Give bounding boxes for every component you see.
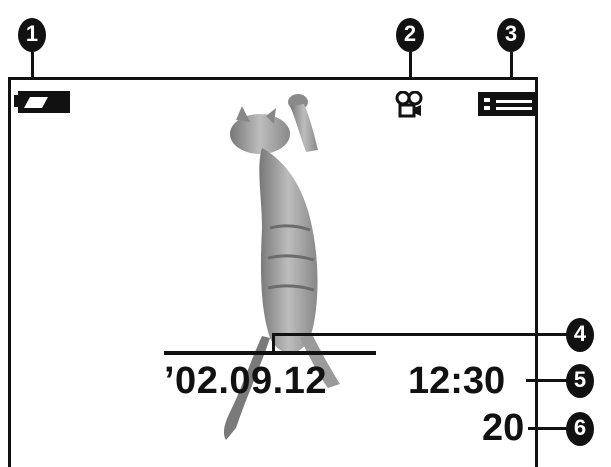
image-quality-icon	[478, 92, 536, 116]
leader-line-4-drop	[272, 333, 275, 353]
record-mode-icon	[395, 91, 423, 118]
date-display: ’02.09.12	[164, 360, 327, 402]
cat-photo	[223, 94, 340, 440]
date-underline	[164, 351, 376, 355]
leader-line-1	[31, 52, 34, 87]
callout-3: 3	[497, 18, 525, 52]
callout-2: 2	[396, 18, 424, 52]
leader-line-4	[272, 333, 572, 336]
battery-icon	[14, 91, 70, 113]
leader-line-6	[528, 427, 570, 430]
leader-line-2	[409, 52, 412, 87]
leader-line-5	[526, 379, 570, 382]
leader-line-3	[510, 52, 513, 87]
callout-5: 5	[566, 364, 594, 398]
callout-1: 1	[18, 18, 46, 52]
time-display: 12:30	[408, 360, 506, 402]
frames-remaining: 20	[482, 407, 525, 449]
callout-6: 6	[566, 412, 594, 446]
callout-4: 4	[566, 318, 594, 352]
